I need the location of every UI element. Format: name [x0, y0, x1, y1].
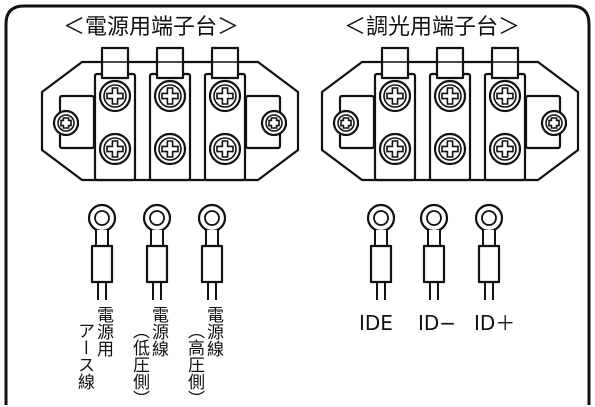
power-wire-lug-2 [197, 203, 227, 300]
dimmer-block-title: ＜調光用端子台＞ [344, 15, 521, 40]
power-terminal-block [40, 46, 300, 182]
power-wire-label-earth-1: 電源用 [93, 306, 113, 357]
dimmer-wire-label-id-minus: ID− [418, 311, 457, 335]
power-block-title: ＜電源用端子台＞ [63, 15, 240, 40]
dimmer-block-terminal-tab-0 [380, 46, 410, 80]
dimmer-block-right-mount-screw-icon [540, 109, 568, 137]
dimmer-block-terminal-tab-1 [435, 46, 465, 80]
dimmer-block-upper-screw-icon-1 [433, 79, 467, 113]
dimmer-wire-lug-0 [366, 203, 396, 300]
power-block-lower-screw-icon-0 [98, 132, 132, 166]
power-wire-lug-1 [142, 203, 172, 300]
power-wire-lugs [87, 203, 227, 300]
power-block-lower-screw-icon-1 [153, 132, 187, 166]
dimmer-block-lower-screw-icon-2 [488, 132, 522, 166]
dimmer-block-terminal-tab-2 [490, 46, 520, 80]
dimmer-wire-lug-1 [419, 203, 449, 300]
power-block-right-mount-screw-icon [260, 109, 288, 137]
power-wire-label-high-1: 電源線 [203, 306, 223, 357]
power-wire-lug-0 [87, 203, 117, 300]
power-block-terminal-tab-2 [210, 46, 240, 80]
power-block-upper-screw-icon-2 [208, 79, 242, 113]
outer-frame [4, 4, 591, 405]
dimmer-wire-lug-2 [474, 203, 504, 300]
power-wire-label-earth-2: アース線 [74, 322, 94, 390]
dimmer-wire-label-id-plus: ID＋ [474, 311, 516, 335]
dimmer-wire-lugs [366, 203, 504, 300]
dimmer-block-upper-screw-icon-0 [378, 79, 412, 113]
power-block-terminal-tab-1 [155, 46, 185, 80]
power-wire-label-low-2: （低圧側） [129, 322, 149, 407]
dimmer-block-lower-screw-icon-1 [433, 132, 467, 166]
dimmer-block-lower-screw-icon-0 [378, 132, 412, 166]
power-block-terminal-tab-0 [100, 46, 130, 80]
dimmer-wire-label-ide: IDE [359, 311, 393, 335]
power-block-upper-screw-icon-0 [98, 79, 132, 113]
power-wire-label-high-2: （高圧側） [184, 322, 204, 407]
power-block-upper-screw-icon-1 [153, 79, 187, 113]
power-wire-label-low-1: 電源線 [148, 306, 168, 357]
dimmer-terminal-block [320, 46, 580, 182]
power-block-lower-screw-icon-2 [208, 132, 242, 166]
dimmer-block-left-mount-screw-icon [332, 109, 360, 137]
dimmer-block-upper-screw-icon-2 [488, 79, 522, 113]
power-block-left-mount-screw-icon [52, 109, 80, 137]
